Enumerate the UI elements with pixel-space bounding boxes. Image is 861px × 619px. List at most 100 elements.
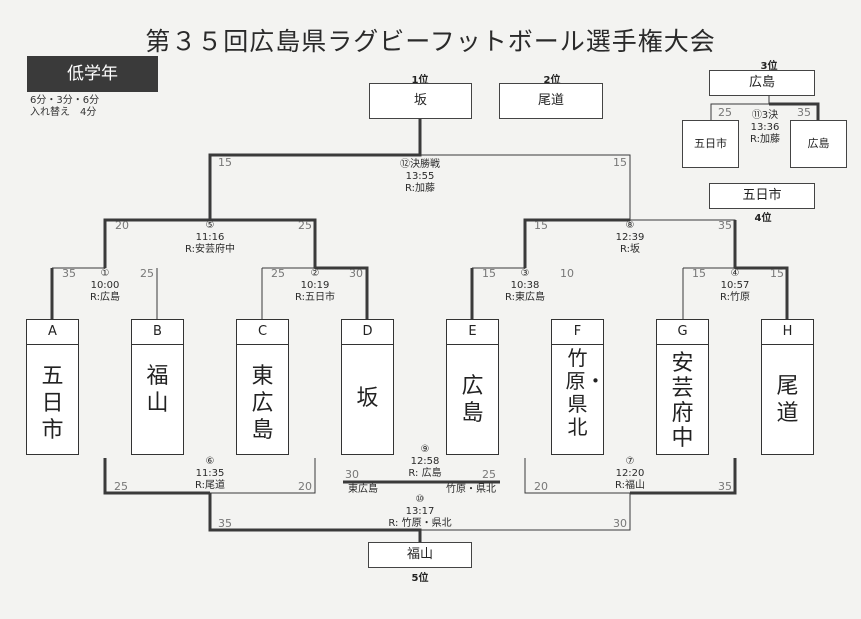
match-8-info: ⑧ 12:39 R:坂 [590, 220, 670, 256]
second-place-label: 2位 [543, 75, 561, 86]
team-card-c: C 東広島 [236, 319, 289, 455]
m10-score-a: 35 [218, 517, 232, 530]
m5-ref: R:安芸府中 [184, 244, 235, 255]
m1-no: ① [100, 268, 110, 279]
m9-team-a: 東広島 [348, 484, 378, 495]
team-card-f: F 竹原・県北 [551, 319, 606, 455]
team-name: 福山 [146, 364, 169, 416]
match-2-info: ② 10:19 R:五日市 [278, 268, 352, 304]
team-name: 安芸府中 [671, 351, 694, 451]
team-card-b: B 福山 [131, 319, 184, 455]
team-card-g: G 安芸府中 [656, 319, 709, 455]
m10-score-b: 30 [613, 517, 627, 530]
match-6-info: ⑥ 11:35 R:尾道 [170, 456, 250, 492]
m11-score-b: 35 [797, 106, 811, 119]
m6-score-a: 25 [114, 480, 128, 493]
note-line-2: 入れ替え 4分 [30, 107, 97, 118]
m3-time: 10:38 [510, 280, 540, 291]
team-letter: D [342, 320, 393, 345]
m9-team-b: 竹原・県北 [446, 484, 496, 495]
m6-no: ⑥ [205, 456, 215, 467]
m2-time: 10:19 [300, 280, 330, 291]
first-place-box: 坂 [369, 83, 472, 119]
team-letter: G [657, 320, 708, 345]
m7-score-b: 35 [718, 480, 732, 493]
m8-no: ⑧ [625, 220, 635, 231]
m9-time: 12:58 [410, 456, 440, 467]
team-card-e: E 広島 [446, 319, 499, 455]
team-letter: F [552, 320, 603, 345]
m9-score-b: 25 [482, 468, 496, 481]
team-name: 東広島 [251, 364, 274, 443]
fifth-place-box: 福山 [368, 542, 472, 568]
m8-score-a: 15 [534, 219, 548, 232]
m9-score-a: 30 [345, 468, 359, 481]
m4-score-a: 15 [692, 267, 706, 280]
m12-score-a: 15 [218, 156, 232, 169]
m7-time: 12:20 [615, 468, 645, 479]
m11-time: 13:36 [750, 122, 780, 133]
m7-no: ⑦ [625, 456, 635, 467]
team-name: 五日市 [41, 364, 64, 443]
m3-score-b: 10 [560, 267, 574, 280]
m2-ref: R:五日市 [294, 292, 335, 303]
m1-time: 10:00 [90, 280, 120, 291]
match-5-info: ⑤ 11:16 R:安芸府中 [170, 220, 250, 256]
m3-score-a: 15 [482, 267, 496, 280]
m4-time: 10:57 [720, 280, 750, 291]
m9-ref: R: 広島 [408, 468, 442, 479]
m6-ref: R:尾道 [194, 480, 225, 491]
m6-time: 11:35 [195, 468, 225, 479]
m7-score-a: 20 [534, 480, 548, 493]
team-name: 坂 [356, 386, 379, 411]
first-place-label: 1位 [411, 75, 429, 86]
m11-no: ⑪3決 [751, 110, 779, 121]
team-name: 広島 [461, 374, 484, 426]
team-letter: E [447, 320, 498, 345]
m5-time: 11:16 [195, 232, 225, 243]
m1-ref: R:広島 [89, 292, 120, 303]
m12-score-b: 15 [613, 156, 627, 169]
team-card-a: A 五日市 [26, 319, 79, 455]
team-name: 尾道 [776, 374, 799, 426]
m5-no: ⑤ [205, 220, 215, 231]
third-match-team-a: 五日市 [682, 120, 739, 168]
m2-score-a: 25 [271, 267, 285, 280]
m11-score-a: 25 [718, 106, 732, 119]
m5-score-b: 25 [298, 219, 312, 232]
team-card-d: D 坂 [341, 319, 394, 455]
rules-note: 6分・3分・6分 入れ替え 4分 [30, 95, 99, 119]
match-12-info: ⑫決勝戦 13:55 R:加藤 [380, 159, 460, 195]
m12-ref: R:加藤 [404, 183, 435, 194]
third-match-team-b: 広島 [790, 120, 847, 168]
m1-score-a: 35 [62, 267, 76, 280]
m9-no: ⑨ [420, 444, 430, 455]
team-letter: C [237, 320, 288, 345]
match-1-info: ① 10:00 R:広島 [70, 268, 140, 304]
m10-time: 13:17 [405, 506, 435, 517]
m4-score-b: 15 [770, 267, 784, 280]
m1-score-b: 25 [140, 267, 154, 280]
fourth-place-label: 4位 [754, 213, 772, 224]
m11-ref: R:加藤 [749, 134, 780, 145]
team-letter: H [762, 320, 813, 345]
note-line-1: 6分・3分・6分 [30, 95, 100, 106]
m5-score-a: 20 [115, 219, 129, 232]
m8-time: 12:39 [615, 232, 645, 243]
match-4-info: ④ 10:57 R:竹原 [700, 268, 770, 304]
m10-ref: R: 竹原・県北 [388, 518, 452, 529]
match-9-info: ⑨ 12:58 R: 広島 [390, 444, 460, 480]
category-label: 低学年 [27, 56, 158, 92]
m12-no: ⑫決勝戦 [400, 159, 440, 170]
team-letter: B [132, 320, 183, 345]
team-letter: A [27, 320, 78, 345]
match-7-info: ⑦ 12:20 R:福山 [590, 456, 670, 492]
m4-no: ④ [730, 268, 740, 279]
m6-score-b: 20 [298, 480, 312, 493]
second-place-box: 尾道 [499, 83, 603, 119]
m4-ref: R:竹原 [719, 292, 750, 303]
m10-no: ⑩ [415, 494, 425, 505]
m3-ref: R:東広島 [504, 292, 545, 303]
team-name: 竹原・県北 [565, 346, 606, 439]
